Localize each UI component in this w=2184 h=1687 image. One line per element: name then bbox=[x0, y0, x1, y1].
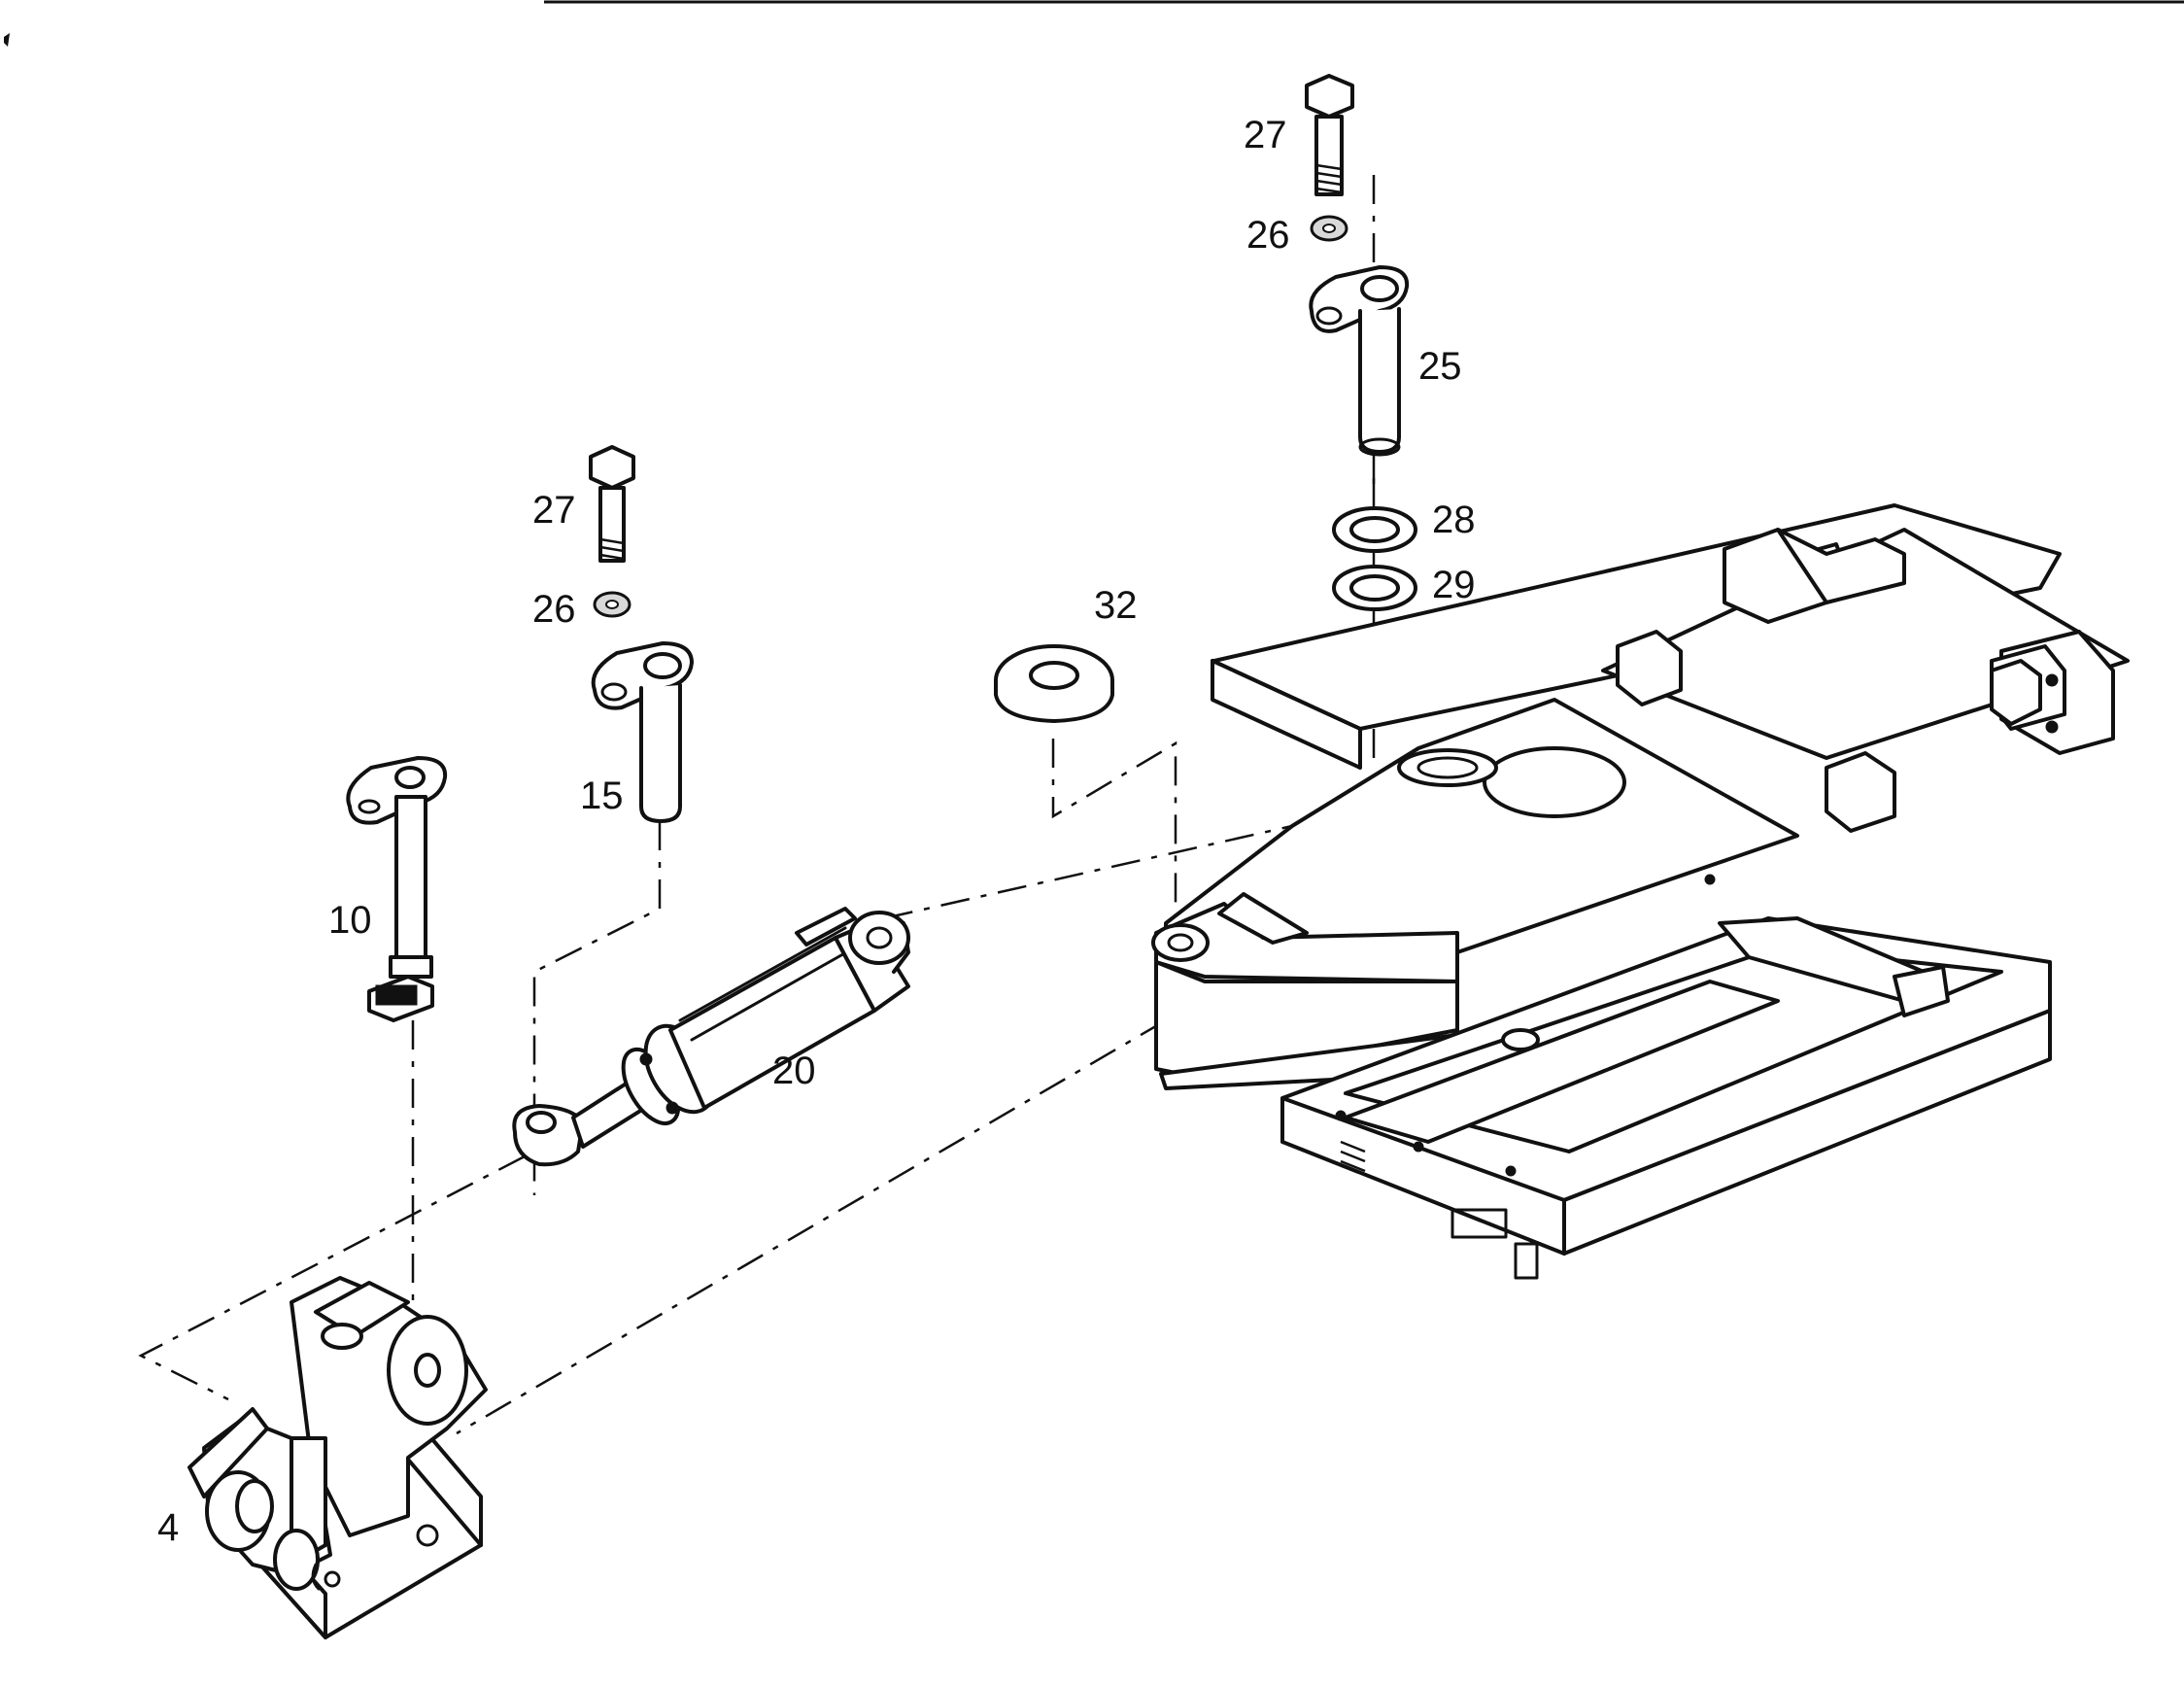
callout-32: 32 bbox=[1094, 584, 1138, 627]
swing-bracket-4 bbox=[188, 1276, 488, 1639]
assembly-lines bbox=[138, 175, 1376, 1435]
corner-speck-icon bbox=[4, 33, 10, 47]
callout-27-left: 27 bbox=[532, 489, 576, 532]
callout-10: 10 bbox=[328, 899, 372, 942]
callout-28: 28 bbox=[1432, 499, 1476, 541]
plate-washer-32 bbox=[994, 644, 1114, 723]
washer-26-top bbox=[1310, 215, 1348, 242]
callout-29: 29 bbox=[1432, 564, 1476, 606]
pin-15 bbox=[591, 641, 694, 823]
washer-26-left bbox=[593, 591, 631, 618]
bolt-27-top bbox=[1305, 74, 1354, 196]
callout-labels: 27 26 25 28 29 32 27 26 15 10 20 4 bbox=[157, 114, 1476, 1549]
washer-29 bbox=[1332, 565, 1417, 611]
callout-27-top: 27 bbox=[1244, 114, 1287, 156]
callout-20: 20 bbox=[772, 1050, 816, 1092]
callout-4: 4 bbox=[157, 1506, 179, 1549]
pin-25 bbox=[1309, 265, 1410, 457]
washer-28 bbox=[1332, 506, 1417, 553]
frame-hatch-icon bbox=[1340, 1140, 1366, 1173]
callout-15: 15 bbox=[580, 775, 624, 817]
callout-26-top: 26 bbox=[1246, 214, 1290, 257]
bolt-27-left bbox=[589, 445, 635, 563]
callout-25: 25 bbox=[1418, 345, 1462, 388]
hydraulic-cylinder-20 bbox=[512, 907, 910, 1167]
pin-10 bbox=[346, 756, 448, 1022]
callout-26-left: 26 bbox=[532, 588, 576, 631]
chassis-frame bbox=[1151, 503, 2130, 1280]
